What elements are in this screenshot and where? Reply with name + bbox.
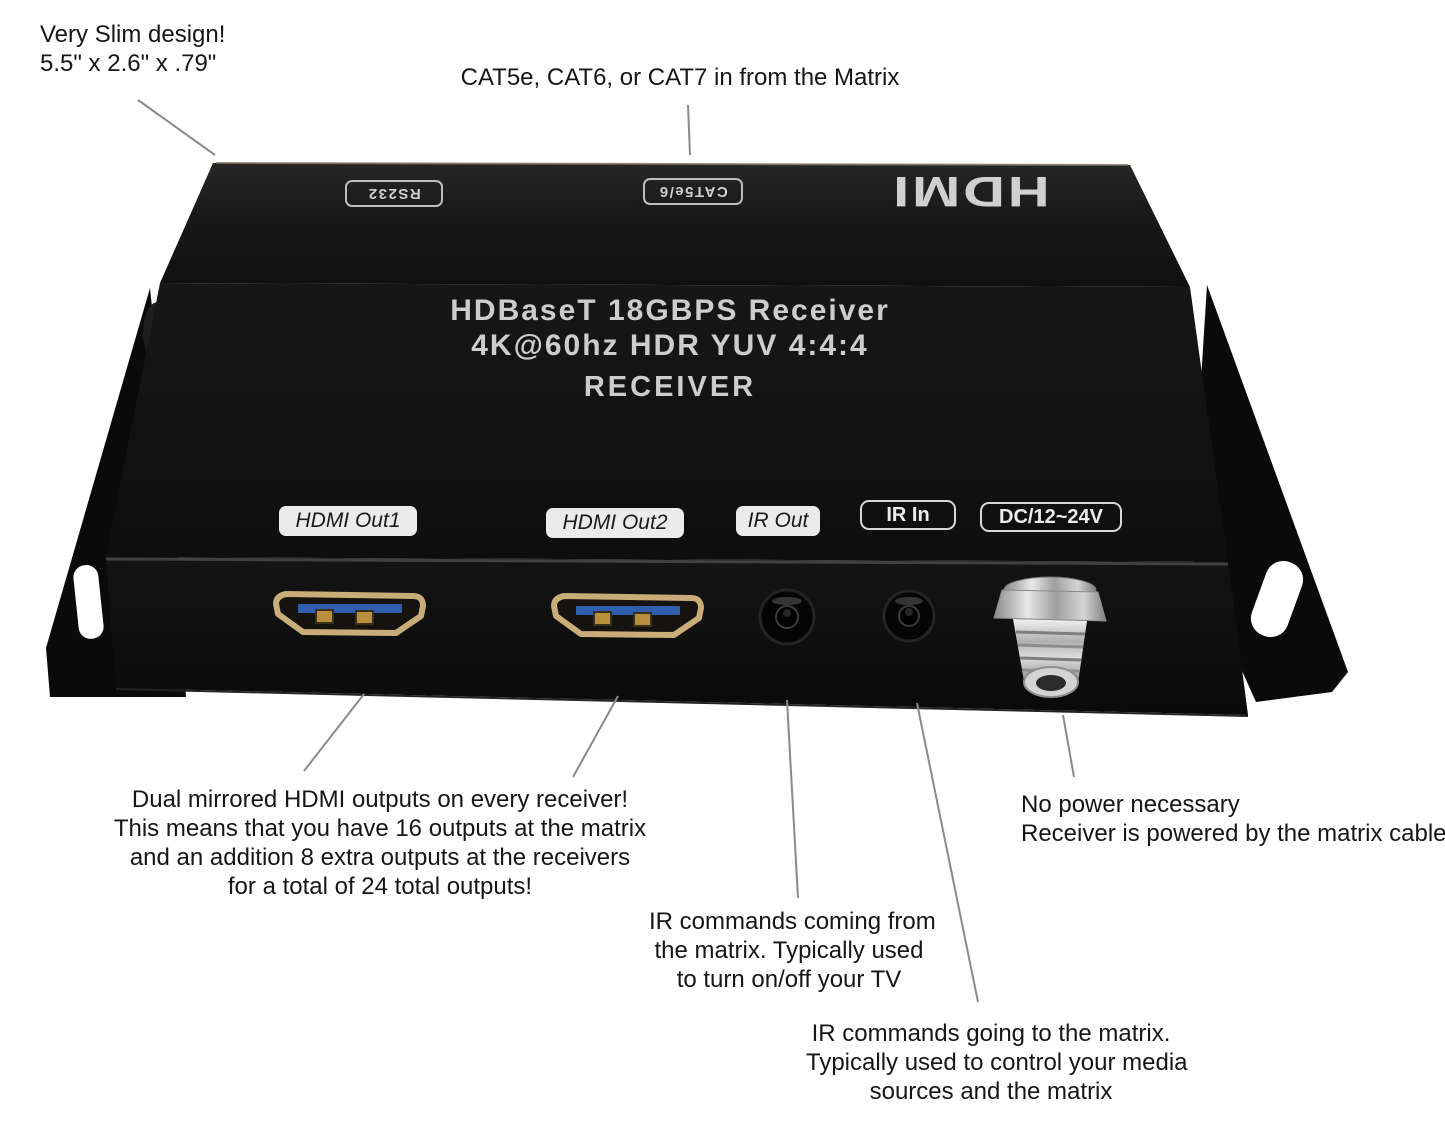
chassis-front-face — [106, 283, 1228, 562]
dual-outputs-line4: for a total of 24 total outputs! — [227, 873, 533, 900]
dual-outputs-line1: Dual mirrored HDMI outputs on every rece… — [131, 786, 629, 813]
callout-line-cat — [687, 104, 691, 156]
callout-line-slim — [137, 99, 216, 156]
chassis-fold-highlight — [105, 557, 1229, 566]
hdmi-logo: HDMI — [828, 167, 1112, 216]
rs232-label-text: RS232 — [367, 185, 421, 202]
rs232-port-label: RS232 — [345, 180, 443, 207]
callout-line-ir-out — [786, 699, 799, 899]
ir-in-note: IR commands going to the matrix. Typical… — [806, 1019, 1188, 1106]
ir-out-note-line3: to turn on/off your TV — [676, 966, 902, 993]
ir-in-label-text: IR In — [886, 503, 930, 526]
hdmi-port-2 — [551, 593, 704, 638]
cat-input-note-text: CAT5e, CAT6, or CAT7 in from the Matrix — [460, 64, 900, 91]
cat5e6-label-text: CAT5e/6 — [658, 183, 728, 200]
ir-in-note-line1: IR commands going to the matrix. — [811, 1020, 1171, 1047]
dc-power-label-text: DC/12~24V — [999, 505, 1103, 528]
ir-in-jack — [882, 589, 936, 643]
callout-line-power — [1062, 714, 1075, 778]
ir-out-note: IR commands coming from the matrix. Typi… — [649, 907, 936, 994]
ir-in-note-line2: Typically used to control your media — [806, 1049, 1188, 1076]
ir-out-label: IR Out — [736, 506, 820, 536]
hdmi-logo-text: HDMI — [890, 167, 1050, 216]
ir-out-note-line2: the matrix. Typically used — [654, 937, 924, 964]
hdmi-out2-label-text: HDMI Out2 — [562, 511, 668, 534]
chassis-top-face — [160, 163, 1190, 287]
callout-line-hdmi-out1 — [303, 693, 365, 772]
ir-out-jack — [758, 588, 816, 646]
right-keyhole-slot — [1250, 560, 1304, 638]
hdmi-port-1 — [273, 591, 426, 636]
hdmi-out2-label: HDMI Out2 — [546, 508, 684, 538]
left-keyhole-slot — [73, 565, 104, 639]
chassis-top-edge-highlight — [215, 162, 1129, 166]
callout-line-hdmi-out2 — [572, 695, 619, 778]
ir-out-label-text: IR Out — [747, 509, 809, 532]
dual-outputs-line3: and an addition 8 extra outputs at the r… — [129, 844, 631, 871]
dual-outputs-note: Dual mirrored HDMI outputs on every rece… — [95, 785, 665, 901]
no-power-line1: No power necessary — [1021, 791, 1240, 818]
slim-design-note-line2: 5.5" x 2.6" x .79" — [40, 50, 217, 77]
ir-out-note-line1: IR commands coming from — [649, 908, 936, 935]
front-text-line3: RECEIVER — [583, 371, 757, 403]
dc-power-label: DC/12~24V — [980, 502, 1122, 532]
dual-outputs-line2: This means that you have 16 outputs at t… — [113, 815, 647, 842]
ir-in-note-line3: sources and the matrix — [869, 1078, 1113, 1105]
slim-design-note: Very Slim design! 5.5" x 2.6" x .79" — [40, 20, 225, 78]
cat5e6-port-label: CAT5e/6 — [643, 178, 743, 205]
power-connector — [993, 576, 1107, 698]
slim-design-note-line1: Very Slim design! — [40, 21, 226, 48]
front-silkscreen: HDBaseT 18GBPS Receiver 4K@60hz HDR YUV … — [375, 293, 965, 404]
callout-line-ir-in — [916, 702, 979, 1003]
front-text-line2: 4K@60hz HDR YUV 4:4:4 — [471, 329, 869, 362]
no-power-note: No power necessary Receiver is powered b… — [1021, 790, 1445, 848]
cat-input-note: CAT5e, CAT6, or CAT7 in from the Matrix — [440, 63, 920, 92]
hdmi-out1-label: HDMI Out1 — [279, 506, 417, 536]
hdmi-out1-label-text: HDMI Out1 — [295, 509, 401, 532]
front-text-line1: HDBaseT 18GBPS Receiver — [450, 294, 890, 327]
ir-in-label: IR In — [860, 500, 956, 530]
no-power-line2: Receiver is powered by the matrix cable — [1021, 820, 1445, 847]
chassis-bottom-edge — [115, 688, 1249, 717]
